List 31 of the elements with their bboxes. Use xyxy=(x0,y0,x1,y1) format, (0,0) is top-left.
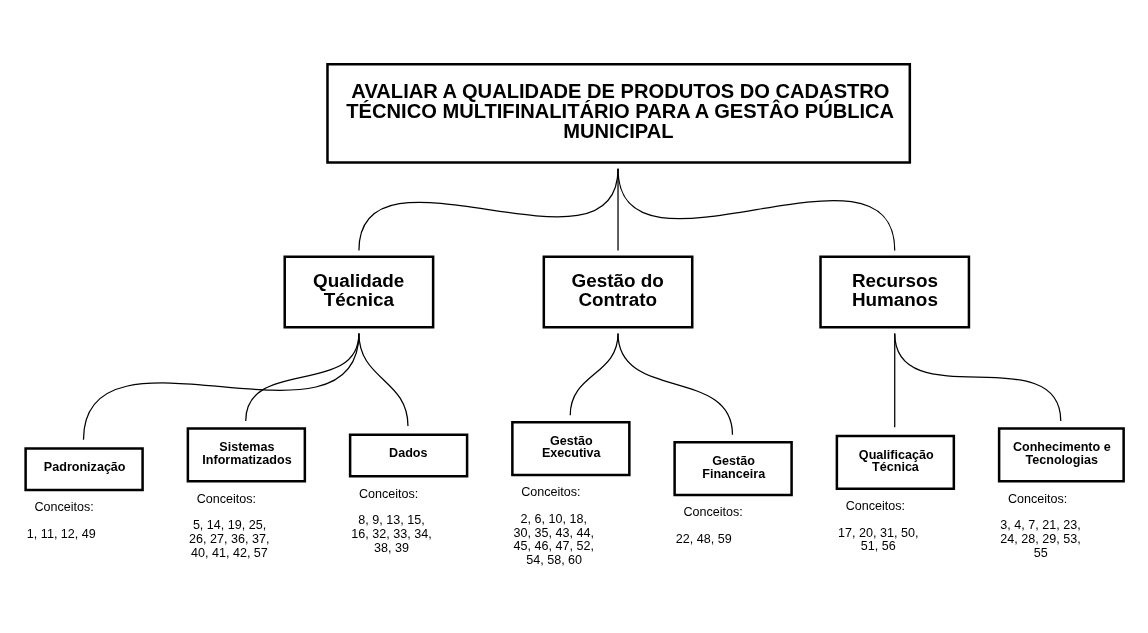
node-box: Gestão do Contrato xyxy=(542,255,694,329)
node-label: 3, 4, 7, 21, 23, 24, 28, 29, 53, 55 xyxy=(1000,518,1081,560)
node-box: Recursos Humanos xyxy=(819,255,971,329)
node-box: Gestão Executiva xyxy=(511,420,631,477)
connector xyxy=(617,168,619,252)
connector xyxy=(894,332,1062,422)
node-box: Dados xyxy=(348,433,469,478)
connector xyxy=(617,168,896,252)
node-box: Conhecimento e Tecnologias xyxy=(997,427,1125,483)
node-box: Sistemas Informatizados xyxy=(186,427,307,483)
node-label: 8, 9, 13, 15, 16, 32, 33, 34, 38, 39 xyxy=(351,513,432,555)
node-label: Conceitos: xyxy=(358,486,419,501)
node-box: Qualificação Técnica xyxy=(835,434,956,491)
node-label: 1, 11, 12, 49 xyxy=(26,526,96,541)
node-label: 22, 48, 59 xyxy=(675,531,732,546)
node-label: 17, 20, 31, 50, 51, 56 xyxy=(838,525,919,554)
node-box: Padronização xyxy=(24,447,144,492)
node-label: Conceitos: xyxy=(196,491,257,506)
node-box: AVALIAR A QUALIDADE DE PRODUTOS DO CADASTRO TÉCNICO MULTIFINALITÁRIO PARA A GESTÂO PÚBLICA MUNICIPAL xyxy=(326,63,912,164)
connector xyxy=(358,168,619,252)
node-box: Qualidade Técnica xyxy=(283,255,435,329)
node-label: Conceitos: xyxy=(1007,491,1068,506)
node-label: Conceitos: xyxy=(521,485,581,500)
node-label: Conceitos: xyxy=(845,499,906,514)
node-box: Gestão Financeira xyxy=(673,441,793,497)
node-label: Conceitos: xyxy=(34,500,94,515)
connector xyxy=(617,332,734,436)
node-label: 5, 14, 19, 25, 26, 27, 36, 37, 40, 41, 42, 57 xyxy=(189,518,270,560)
node-label: 2, 6, 10, 18, 30, 35, 43, 44, 45, 46, 47, 52, 54, 58, 60 xyxy=(513,511,594,568)
node-label: Conceitos: xyxy=(683,505,743,520)
connector xyxy=(358,332,409,427)
